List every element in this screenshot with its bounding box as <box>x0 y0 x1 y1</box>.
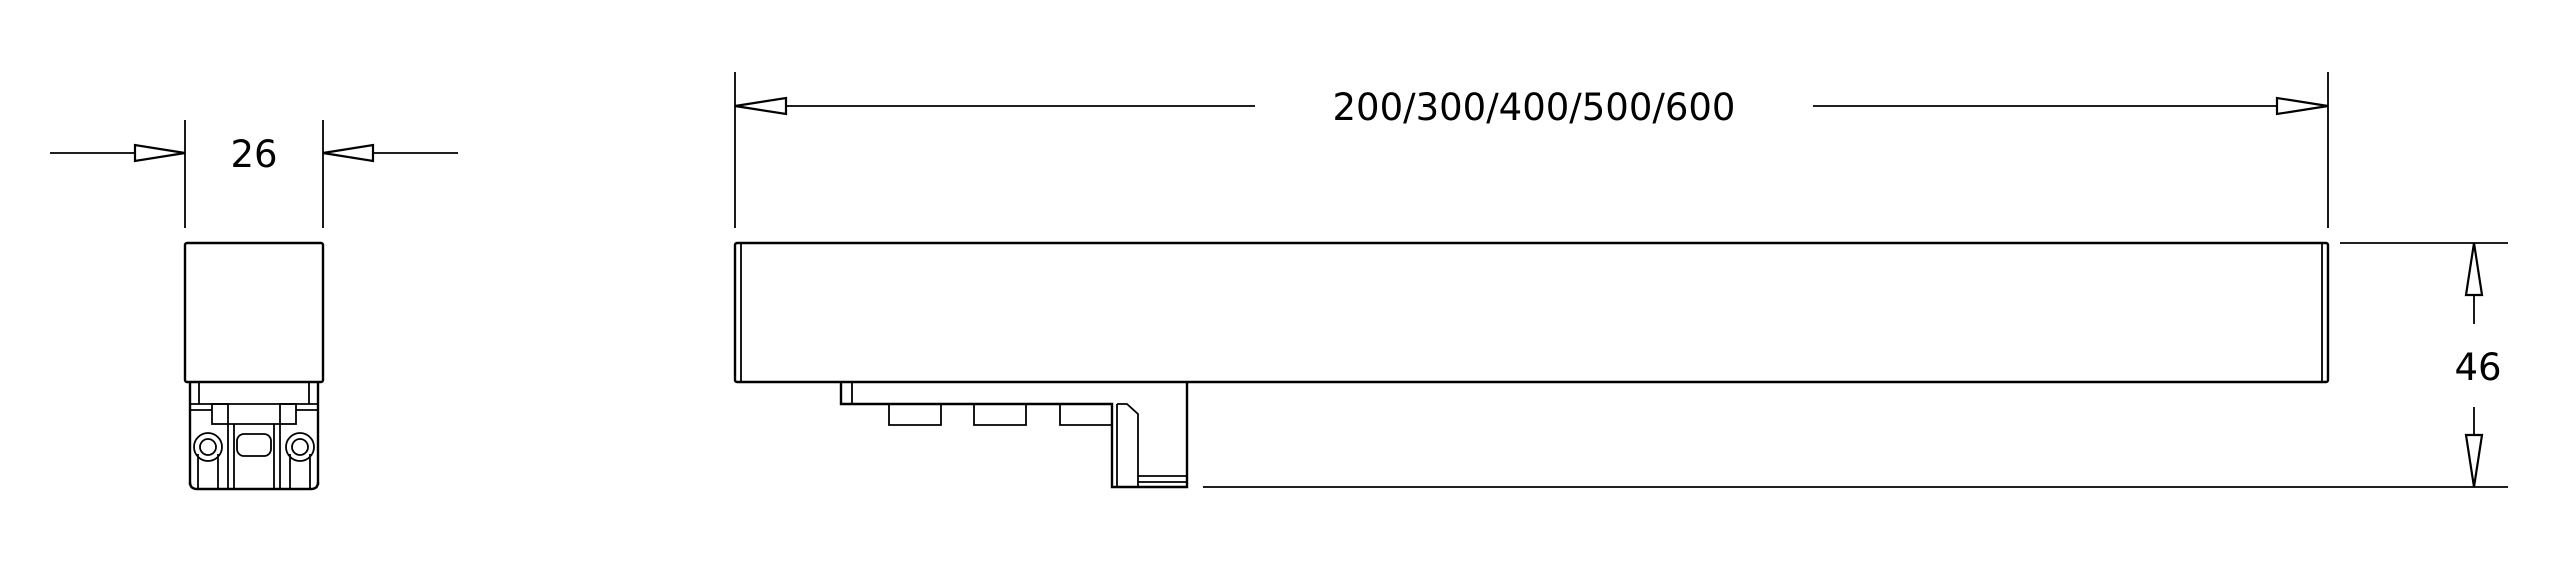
mount-tab <box>1059 404 1112 426</box>
mount-tab <box>973 404 1027 426</box>
connector-left <box>193 432 223 462</box>
front-clip-left <box>211 403 229 425</box>
front-width-label: 26 <box>230 133 277 176</box>
front-base <box>188 481 320 491</box>
mount-tab <box>888 404 942 426</box>
connector-left-inner <box>199 438 217 456</box>
arrow-head-icon <box>133 143 186 163</box>
front-clip-right <box>279 403 297 425</box>
connector-right <box>285 432 315 462</box>
arrow-head-icon <box>322 143 375 163</box>
arrow-head-icon <box>2464 433 2484 488</box>
front-width-dimension: 26 <box>50 120 458 228</box>
front-view: 26 <box>50 120 458 491</box>
height-dimension: 46 <box>1203 242 2508 488</box>
front-body <box>183 241 325 384</box>
connector-right-inner <box>291 438 309 456</box>
side-view: 200/300/400/500/600 46 <box>733 72 2508 489</box>
arrow-head-icon <box>2275 96 2329 116</box>
mount-detail <box>1117 403 1139 487</box>
length-label: 200/300/400/500/600 <box>1333 86 1736 129</box>
height-label: 46 <box>2454 346 2501 389</box>
mount-outline <box>839 382 1189 489</box>
arrow-head-icon <box>2464 242 2484 297</box>
side-body <box>733 241 2330 384</box>
front-slot <box>236 433 272 457</box>
length-dimension: 200/300/400/500/600 <box>734 72 2329 228</box>
arrow-head-icon <box>734 96 788 116</box>
